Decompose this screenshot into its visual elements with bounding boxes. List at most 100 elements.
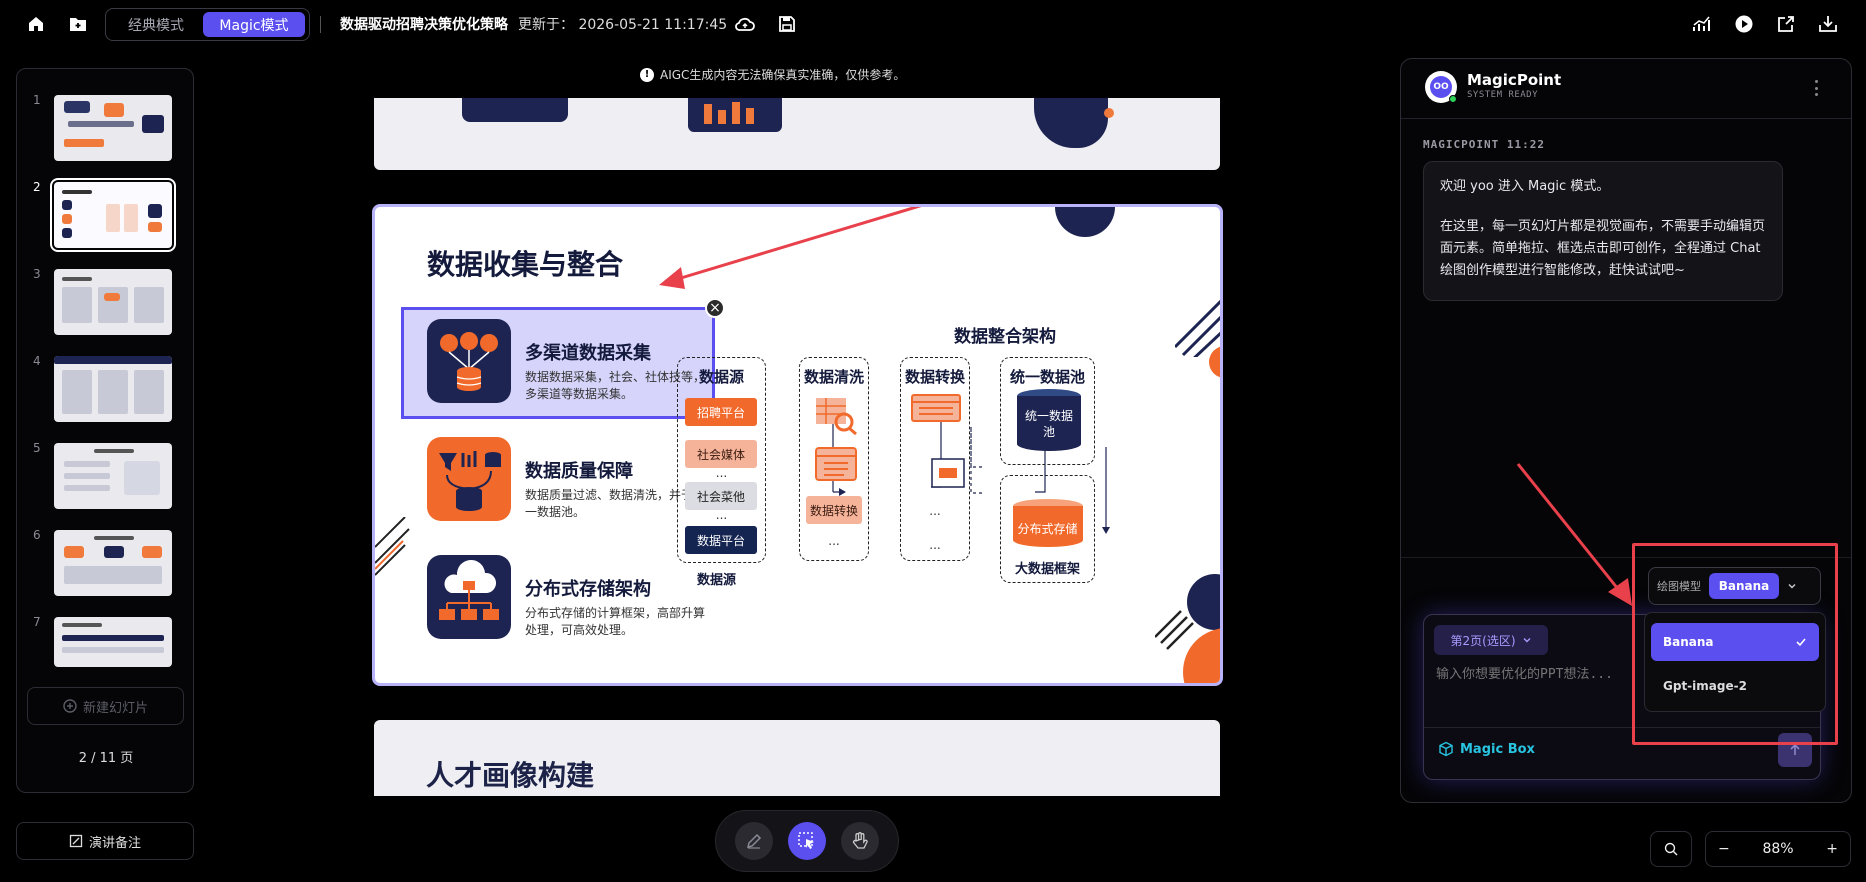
column-caption: 数据源 — [697, 573, 737, 588]
check-icon — [1796, 638, 1806, 647]
edit-note-icon — [69, 834, 83, 848]
ellipsis: ... — [715, 466, 728, 480]
decor-orange-circle — [1209, 346, 1220, 378]
aigc-notice: ! AIGC生成内容无法确保真实准确，仅供参考。 — [640, 66, 905, 83]
thumbnail-item-active[interactable]: 2 — [17, 178, 195, 252]
folder-add-icon[interactable] — [66, 12, 90, 36]
magnifier-icon — [1664, 842, 1678, 856]
column-caption: 大数据框架 — [1014, 562, 1080, 577]
chip-social-other: 社会菜他 — [685, 482, 757, 510]
divider — [320, 16, 321, 33]
thumbnail-item[interactable]: 1 — [17, 93, 195, 163]
model-option-banana[interactable]: Banana — [1651, 623, 1819, 661]
decor-circle — [1055, 207, 1115, 237]
hand-icon — [852, 832, 868, 849]
decor-stripes — [1175, 299, 1220, 357]
previous-slide-canvas[interactable] — [374, 98, 1220, 170]
zoom-in-button[interactable]: + — [1826, 841, 1838, 857]
column-title: 数据源 — [698, 368, 744, 386]
save-icon[interactable] — [775, 12, 799, 36]
slide-title: 数据收集与整合 — [427, 248, 624, 281]
page-counter: 2 / 11 页 — [78, 751, 134, 766]
pen-tool-button[interactable] — [735, 822, 774, 860]
send-button[interactable] — [1778, 733, 1812, 767]
ellipsis: ... — [828, 534, 840, 548]
page-selection-chip[interactable]: 第2页(选区) — [1434, 625, 1548, 655]
column-data-transform: 数据转换 ... ... — [900, 357, 970, 561]
slide-thumbnail[interactable] — [50, 178, 176, 252]
thumbnail-item[interactable]: 4 — [17, 354, 195, 424]
slide-thumbnail[interactable] — [54, 443, 172, 509]
feature-multichannel: 多渠道数据采集 数据数据采集，社会、社体技等，多渠道等数据采集。 — [427, 319, 717, 405]
chip-recruiting-platform: 招聘平台 — [685, 398, 757, 426]
truck-box-icon — [931, 458, 965, 488]
thumbnail-number: 7 — [33, 615, 41, 629]
column-title: 数据转换 — [904, 368, 965, 386]
magic-box-button[interactable]: Magic Box — [1438, 741, 1535, 757]
zoom-out-button[interactable]: − — [1718, 841, 1730, 857]
current-slide-canvas[interactable]: 数据收集与整合 × 多渠道数据采集 数据数据采集，社会、社体技等，多渠道等数据采… — [372, 204, 1223, 686]
thumbnail-item[interactable]: 6 — [17, 528, 195, 598]
home-icon[interactable] — [24, 12, 48, 36]
close-selection-icon[interactable]: × — [705, 298, 725, 318]
arrow-up-icon — [1790, 743, 1800, 755]
slide-thumbnail[interactable] — [54, 269, 172, 335]
pen-icon — [747, 833, 762, 849]
feature-description: 数据数据采集，社会、社体技等，多渠道等数据采集。 — [525, 370, 706, 401]
box-select-icon — [798, 832, 814, 849]
filter-database-icon — [427, 437, 511, 521]
thumbnail-item[interactable]: 3 — [17, 267, 195, 337]
drawing-model-label: 绘图模型 — [1657, 580, 1701, 593]
next-slide-canvas[interactable]: 人才画像构建 — [374, 720, 1220, 796]
play-icon[interactable] — [1732, 12, 1756, 36]
drawing-model-select[interactable]: 绘图模型 Banana — [1648, 567, 1821, 605]
ellipsis: ... — [929, 538, 941, 552]
storage-cylinder-icon — [1013, 499, 1083, 547]
divider — [1401, 557, 1851, 558]
database-cylinder-icon — [1017, 389, 1081, 451]
feature-title: 多渠道数据采集 — [525, 343, 651, 364]
more-options-icon[interactable] — [1811, 77, 1821, 99]
thumbnail-number: 6 — [33, 528, 41, 542]
thumbnail-item[interactable]: 7 — [17, 615, 195, 685]
new-slide-button[interactable]: 新建幻灯片 — [27, 687, 184, 725]
assistant-name: MagicPoint — [1467, 71, 1562, 89]
slide-thumbnail[interactable] — [54, 530, 172, 596]
magic-mode-tab[interactable]: Magic模式 — [203, 12, 305, 37]
thumbnail-number: 2 — [33, 180, 41, 194]
classic-mode-tab[interactable]: 经典模式 — [128, 17, 184, 34]
top-bar: 经典模式 Magic模式 数据驱动招聘决策优化策略 更新于： 2026-05-2… — [0, 0, 1866, 48]
model-dropdown-menu: Banana Gpt-image-2 — [1644, 612, 1826, 712]
ellipsis: ... — [929, 504, 941, 518]
info-icon: ! — [640, 67, 654, 82]
thumbnail-number: 4 — [33, 354, 41, 368]
thumbnail-item[interactable]: 5 — [17, 441, 195, 511]
database-channels-icon — [427, 319, 511, 403]
analytics-icon[interactable] — [1690, 12, 1714, 36]
ellipsis: ... — [715, 508, 728, 522]
download-icon[interactable] — [1816, 12, 1840, 36]
model-option-gpt-image-2[interactable]: Gpt-image-2 — [1651, 667, 1819, 705]
aigc-notice-text: AIGC生成内容无法确保真实准确，仅供参考。 — [660, 68, 906, 82]
zoom-fit-button[interactable] — [1650, 831, 1692, 867]
slide-thumbnail-sidebar: 1 2 3 4 — [16, 68, 194, 793]
column-distributed-storage: 分布式存储 大数据框架 — [1000, 475, 1095, 583]
new-slide-label: 新建幻灯片 — [82, 700, 148, 716]
slide-thumbnail[interactable] — [54, 356, 172, 422]
zoom-level: 88% — [1762, 841, 1794, 857]
drawing-model-value: Banana — [1709, 573, 1779, 599]
search-table-icon — [816, 398, 857, 436]
list-window-icon — [911, 394, 961, 422]
feature-distributed-storage: 分布式存储架构 分布式存储的计算框架，高部升算处理，可高效处理。 — [427, 555, 717, 641]
hand-tool-button[interactable] — [840, 822, 879, 860]
document-title[interactable]: 数据驱动招聘决策优化策略 — [340, 17, 508, 33]
panel-header: OO MagicPoint SYSTEM READY — [1401, 59, 1851, 119]
slide-thumbnail[interactable] — [54, 95, 172, 161]
chip-data-transform: 数据转换 — [806, 496, 862, 524]
next-slide-title: 人才画像构建 — [426, 759, 595, 792]
select-tool-button[interactable] — [787, 822, 826, 860]
share-export-icon[interactable] — [1774, 12, 1798, 36]
cloud-sync-icon[interactable] — [733, 12, 757, 36]
speaker-notes-button[interactable]: 演讲备注 — [16, 822, 194, 860]
slide-thumbnail[interactable] — [54, 617, 172, 667]
